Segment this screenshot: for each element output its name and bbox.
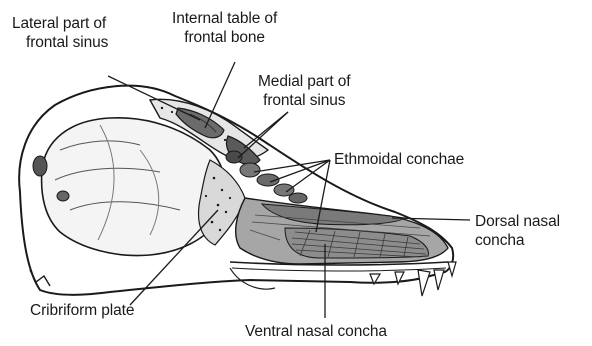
- label-dorsal-nasal-concha: Dorsal nasal concha: [475, 212, 560, 250]
- label-medial-line-2: frontal sinus: [258, 91, 351, 110]
- label-dorsal-line-1: Dorsal nasal: [475, 212, 560, 231]
- label-lateral-line-2: frontal sinus: [12, 33, 108, 52]
- label-internal-line-2: frontal bone: [172, 28, 277, 47]
- label-internal-table: Internal table of frontal bone: [172, 9, 277, 47]
- label-ventral-nasal-concha: Ventral nasal concha: [245, 322, 387, 341]
- label-dorsal-line-2: concha: [475, 231, 560, 250]
- label-ethmoidal-conchae: Ethmoidal conchae: [334, 150, 464, 169]
- label-lateral-frontal-sinus: Lateral part of frontal sinus: [12, 14, 108, 52]
- label-cribriform-plate: Cribriform plate: [30, 301, 134, 320]
- label-lateral-line-1: Lateral part of: [12, 14, 108, 33]
- label-internal-line-1: Internal table of: [172, 9, 277, 28]
- label-medial-frontal-sinus: Medial part of frontal sinus: [258, 72, 351, 110]
- label-medial-line-1: Medial part of: [258, 72, 351, 91]
